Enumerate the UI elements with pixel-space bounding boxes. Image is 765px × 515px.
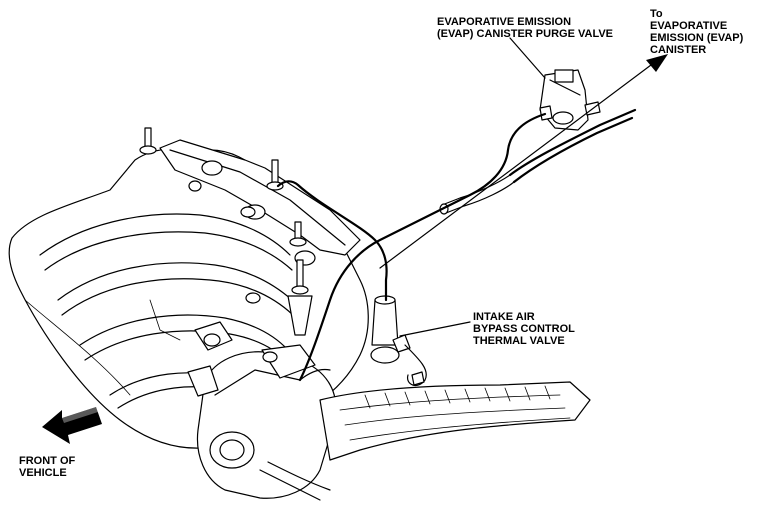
canister-label-line2: EVAPORATIVE xyxy=(650,20,728,32)
evap-purge-valve xyxy=(539,69,601,131)
purge-valve-label-line2: (EVAP) CANISTER PURGE VALVE xyxy=(437,28,614,40)
front-of-vehicle-label: FRONT OF VEHICLE xyxy=(19,455,75,479)
thermal-valve xyxy=(370,295,427,387)
canister-label-line4: CANISTER xyxy=(650,44,707,56)
purge-valve-label: EVAPORATIVE EMISSION (EVAP) CANISTER PUR… xyxy=(437,16,613,40)
thermal-valve-leader xyxy=(399,321,471,337)
hoses xyxy=(276,108,637,382)
thermal-valve-label-line3: THERMAL VALVE xyxy=(473,335,565,347)
throttle-body xyxy=(187,321,337,501)
purge-valve-label-line1: EVAPORATIVE EMISSION xyxy=(437,16,572,28)
canister-label-line1: To xyxy=(650,8,663,20)
front-of-vehicle-label-line2: VEHICLE xyxy=(19,467,67,479)
front-of-vehicle-label-line1: FRONT OF xyxy=(19,455,76,467)
canister-label-line3: EMISSION (EVAP) xyxy=(650,32,744,44)
arrow-up-right-icon xyxy=(379,54,668,269)
thermal-valve-label: INTAKE AIR BYPASS CONTROL THERMAL VALVE xyxy=(473,311,575,347)
thermal-valve-label-line1: INTAKE AIR xyxy=(473,311,535,323)
fuel-rail xyxy=(139,127,361,336)
purge-valve-leader xyxy=(509,37,546,79)
canister-label: To EVAPORATIVE EMISSION (EVAP) CANISTER xyxy=(650,8,743,56)
thermal-valve-label-line2: BYPASS CONTROL xyxy=(473,323,575,335)
air-intake-duct xyxy=(319,381,591,461)
arrow-left-icon xyxy=(42,407,102,444)
